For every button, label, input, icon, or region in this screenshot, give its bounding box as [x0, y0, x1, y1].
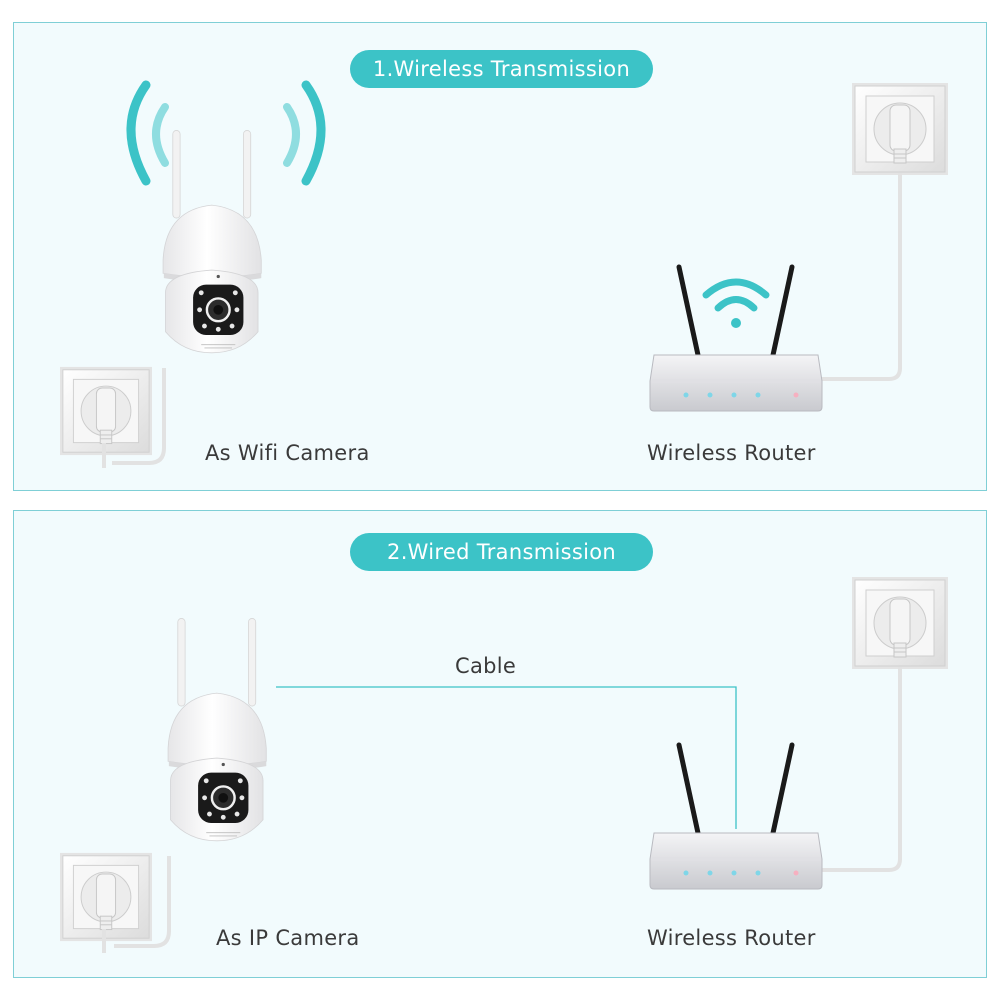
wireless-panel: 1.Wireless Transmission As Wifi Camera W…	[13, 22, 987, 491]
power-socket-icon	[60, 366, 152, 456]
wireless-router-icon	[650, 267, 822, 411]
wifi-signal-waves-icon	[126, 80, 326, 186]
wifi-camera-label: As Wifi Camera	[205, 441, 370, 465]
ip-camera-label: As IP Camera	[216, 926, 360, 950]
wifi-camera-icon	[161, 128, 263, 355]
router-label-2: Wireless Router	[647, 926, 816, 950]
wired-panel: 2.Wired Transmission Cable As IP Camera …	[13, 510, 987, 978]
wireless-title: 1.Wireless Transmission	[350, 50, 653, 88]
router-label-1: Wireless Router	[647, 441, 816, 465]
cable-label: Cable	[455, 654, 517, 678]
power-socket-icon	[852, 576, 948, 670]
wired-illustration	[60, 576, 948, 953]
wired-title: 2.Wired Transmission	[350, 533, 653, 571]
wireless-illustration	[60, 80, 948, 468]
wifi-icon	[702, 278, 770, 328]
power-socket-icon	[852, 82, 948, 176]
cable-line	[276, 686, 737, 829]
power-socket-icon	[60, 852, 152, 942]
ip-camera-icon	[166, 616, 268, 843]
